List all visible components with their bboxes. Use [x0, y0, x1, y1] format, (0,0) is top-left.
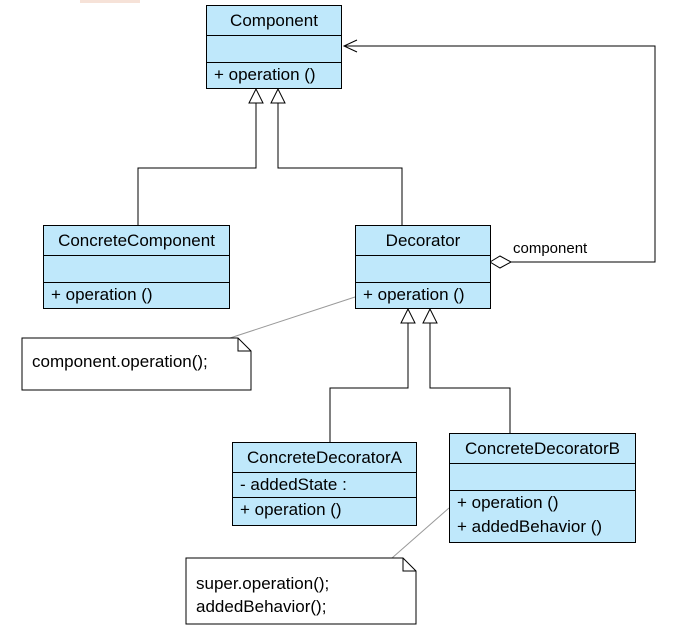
- note-anchor-line: [391, 507, 450, 559]
- class-name: ConcreteDecoratorB: [465, 439, 620, 458]
- note-shape: [185, 557, 417, 625]
- note-decorator: component.operation();: [22, 342, 251, 381]
- generalization-decorator-line: [277, 103, 403, 225]
- class-decorator[interactable]: Decorator + operation (): [355, 225, 491, 309]
- class-name: ConcreteComponent: [58, 231, 215, 250]
- note-line: addedBehavior();: [196, 597, 327, 616]
- operation: + operation (): [457, 493, 559, 512]
- operation: + operation (): [240, 500, 342, 519]
- class-concrete-component[interactable]: ConcreteComponent + operation (): [43, 225, 230, 309]
- aggregation-diamond: [489, 255, 513, 269]
- generalization-decoratorb-line: [429, 323, 511, 433]
- class-component[interactable]: Component + operation (): [206, 5, 342, 89]
- operation: + operation (): [214, 65, 316, 84]
- operation: + operation (): [363, 285, 465, 304]
- note-line: component.operation();: [32, 352, 208, 371]
- attributes-compartment: [207, 35, 341, 62]
- generalization-arrow-head: [400, 307, 416, 324]
- generalization-concretecomponent-line: [137, 103, 257, 225]
- operations-compartment: + operation (): [44, 282, 229, 307]
- note-shape: [21, 337, 252, 391]
- note-fold: [402, 558, 416, 572]
- note-anchor-line: [229, 296, 356, 339]
- operations-compartment: + operation (): [233, 497, 416, 522]
- attributes-compartment: [356, 255, 490, 282]
- class-name: Component: [230, 11, 318, 30]
- generalization-decoratora-line: [329, 323, 409, 442]
- operation: + addedBehavior (): [457, 517, 603, 536]
- top-edge-mark: [80, 0, 140, 3]
- association-role-label: component: [513, 240, 588, 257]
- attributes-compartment: - addedState :: [233, 472, 416, 497]
- generalization-arrow-head: [422, 307, 438, 324]
- generalization-arrow-head: [270, 87, 286, 104]
- operations-compartment: + operation (): [356, 282, 490, 307]
- operations-compartment: + operation (): [207, 62, 341, 87]
- class-name: Decorator: [385, 231, 461, 250]
- class-name: ConcreteDecoratorA: [247, 448, 402, 467]
- attributes-compartment: [450, 463, 635, 490]
- class-concrete-decorator-b[interactable]: ConcreteDecoratorB + operation () + adde…: [449, 433, 636, 543]
- generalization-arrow-head: [248, 87, 264, 104]
- aggregation-line: [344, 45, 656, 263]
- operation: + operation (): [51, 285, 153, 304]
- note-line: super.operation();: [196, 574, 330, 593]
- class-concrete-decorator-a[interactable]: ConcreteDecoratorA - addedState : + oper…: [232, 442, 417, 526]
- attributes-compartment: [44, 255, 229, 282]
- note-fold: [237, 338, 251, 352]
- note-concrete-decorator-b: super.operation(); addedBehavior();: [186, 564, 416, 626]
- navigability-arrow-head: [342, 39, 358, 53]
- operations-compartment: + operation () + addedBehavior (): [450, 490, 635, 539]
- attribute: - addedState :: [240, 475, 347, 494]
